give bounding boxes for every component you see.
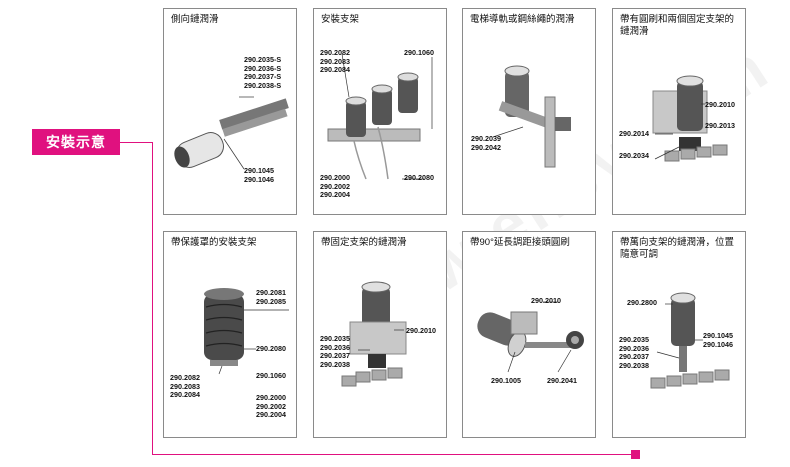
- part-numbers: 290.2010: [705, 100, 735, 109]
- connector-line: [120, 142, 153, 143]
- panel-90-degree-extension-brush: 帶90°延長調距接頭圓刷 290.2010 290.1005 290.2041: [462, 231, 596, 438]
- panel-round-brush-two-brackets: 帶有圓刷和兩個固定支架的鏈潤滑 290.2010 290.2014 290.20…: [612, 8, 746, 215]
- part-numbers: 290.2800: [627, 298, 657, 307]
- connector-line: [152, 454, 635, 455]
- section-badge: 安裝示意: [32, 129, 120, 155]
- part-numbers: 290.1045 290.1046: [703, 331, 733, 349]
- panel-title: 帶固定支架的鏈潤滑: [321, 237, 407, 248]
- part-numbers: 290.2035-S 290.2036-S 290.2037-S 290.203…: [244, 55, 282, 90]
- part-numbers: 290.2082 290.2083 290.2084: [170, 373, 200, 400]
- panel-elevator-rail-lubrication: 電梯導軌或鋼絲繩的潤滑 290.2039 290.2042: [462, 8, 596, 215]
- triple-lubricator-illustration: [327, 53, 433, 180]
- part-numbers: 290.2041: [547, 376, 577, 385]
- part-numbers: 290.2010: [406, 326, 436, 335]
- brush-lubricator-illustration: [652, 75, 728, 162]
- extension-brush-illustration: [477, 301, 584, 373]
- part-numbers: 290.1005: [491, 376, 521, 385]
- connector-end-marker: [631, 450, 640, 459]
- part-numbers: 290.2034: [619, 151, 649, 160]
- connector-line: [152, 142, 153, 455]
- panel-fixed-bracket-chain: 帶固定支架的鏈潤滑 290.2010 290.2035 290.2036 290…: [313, 231, 447, 438]
- part-numbers: 290.1060: [256, 371, 286, 380]
- panel-mounting-bracket: 安裝支架 290.2082 290.2083 290.2084 290.1060…: [313, 8, 447, 215]
- lubricator-illustration: [174, 96, 289, 170]
- part-numbers: 290.2035 290.2036 290.2037 290.2038: [320, 334, 350, 369]
- part-numbers: 290.2039 290.2042: [471, 134, 501, 152]
- rail-lubricator-illustration: [492, 65, 571, 168]
- panel-title: 帶有圓刷和兩個固定支架的鏈潤滑: [620, 14, 735, 37]
- part-numbers: 290.2080: [256, 344, 286, 353]
- panel-title: 電梯導軌或鋼絲繩的潤滑: [470, 14, 575, 25]
- panel-universal-bracket-chain: 帶萬向支架的鏈潤滑，位置隨意可調 290.2800 290.2035 290.2…: [612, 231, 746, 438]
- part-numbers: 290.2080: [404, 173, 434, 182]
- panel-bracket-with-guard: 帶保護罩的安裝支架 290.2081 290.2085 290.2080 290…: [163, 231, 297, 438]
- universal-bracket-illustration: [650, 292, 730, 389]
- part-numbers: 290.2000 290.2002 290.2004: [256, 393, 286, 420]
- part-numbers: 290.2010: [531, 296, 561, 305]
- part-numbers: 290.2013: [705, 121, 735, 130]
- panel-title: 帶萬向支架的鏈潤滑，位置隨意可調: [620, 237, 735, 260]
- panel-title: 側向鏈潤滑: [171, 14, 219, 25]
- panel-title: 帶保護罩的安裝支架: [171, 237, 257, 248]
- fixed-bracket-lubricator-illustration: [341, 281, 407, 387]
- part-numbers: 290.2014: [619, 129, 649, 138]
- part-numbers: 290.1060: [404, 48, 434, 57]
- part-numbers: 290.1045 290.1046: [244, 166, 274, 184]
- part-numbers: 290.2081 290.2085: [256, 288, 286, 306]
- part-numbers: 290.2082 290.2083 290.2084: [320, 48, 350, 75]
- panel-side-chain-lubrication: 側向鏈潤滑 290.2035-S 290.2036-S 290.2037-S 2…: [163, 8, 297, 215]
- part-numbers: 290.2035 290.2036 290.2037 290.2038: [619, 335, 649, 370]
- guarded-lubricator-illustration: [204, 288, 289, 375]
- panel-title: 帶90°延長調距接頭圓刷: [470, 237, 570, 248]
- part-numbers: 290.2000 290.2002 290.2004: [320, 173, 350, 200]
- panel-title: 安裝支架: [321, 14, 360, 25]
